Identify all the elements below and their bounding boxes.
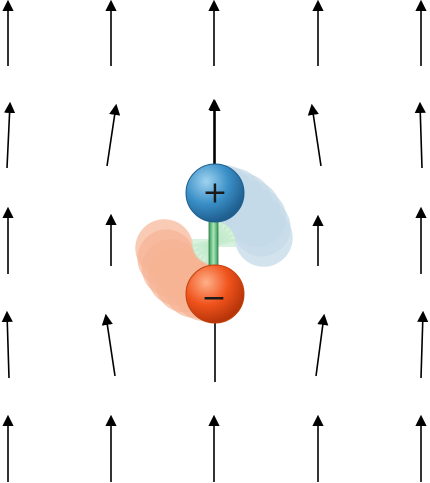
ghost-positive-charge <box>234 208 293 267</box>
arrow-up-icon <box>414 101 426 169</box>
arrow-up-icon <box>3 101 16 169</box>
negative-charge-icon <box>185 264 245 324</box>
arrow-up-icon <box>315 313 329 377</box>
arrow-up-icon <box>307 103 322 167</box>
arrow-up-icon <box>417 310 429 379</box>
dipole: − + <box>185 99 245 382</box>
arrow-up-icon <box>106 103 121 167</box>
arrow-up-icon <box>1 310 13 379</box>
ghost-negative-charge <box>135 219 194 278</box>
positive-charge-label: + <box>202 176 227 211</box>
positive-charge-icon <box>185 163 245 223</box>
arrow-up-icon <box>101 313 116 377</box>
negative-charge-label: − <box>201 281 226 316</box>
